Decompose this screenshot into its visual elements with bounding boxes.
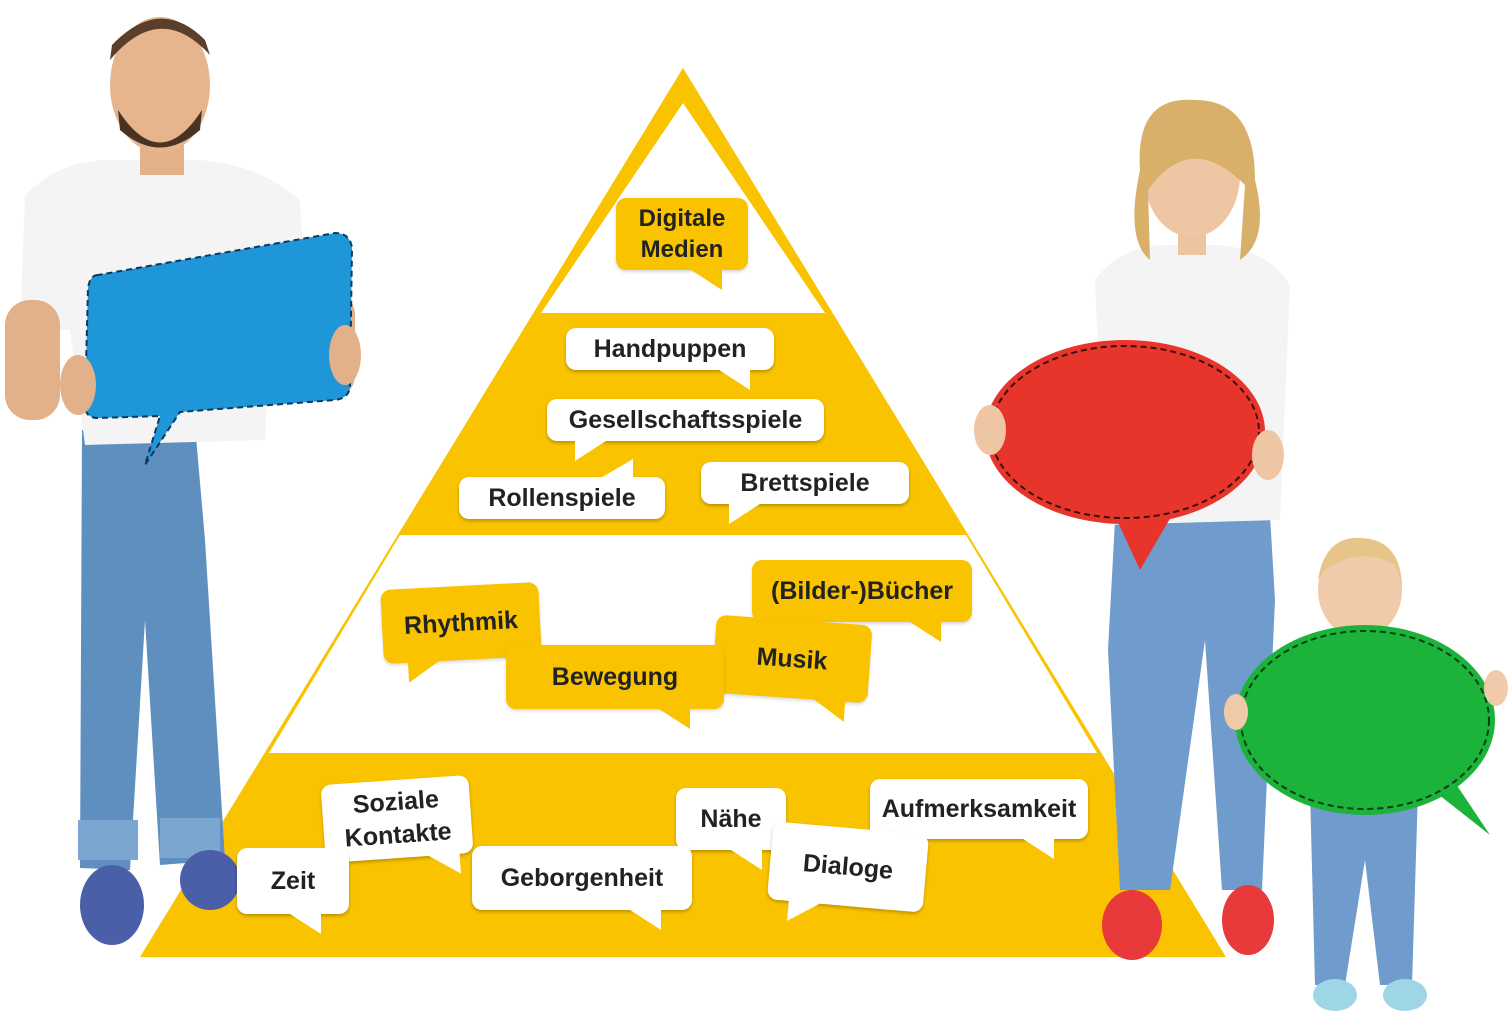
bubble-tail (716, 368, 750, 390)
bubble-tail (809, 697, 846, 722)
bubble-naehe: Nähe (676, 788, 786, 870)
bubble-tail (1020, 837, 1054, 859)
bubble-brettspiele: Brettspiele (701, 462, 909, 524)
green-speech-bubble (1235, 625, 1495, 815)
bubble-bewegung: Bewegung (506, 645, 724, 729)
bubble-handpuppen: Handpuppen (566, 328, 774, 390)
blue-speech-bubble (85, 233, 352, 465)
child-figure (1224, 537, 1508, 1011)
bubble-tail (907, 620, 941, 642)
bubble-label: Soziale Kontakte (343, 785, 453, 853)
bubble-musik: Musik (711, 614, 873, 722)
bubble-label: Musik (755, 642, 829, 676)
bubble-bilder-buecher: (Bilder-)Bücher (752, 560, 972, 642)
bubble-tail (688, 268, 722, 290)
red-speech-bubble (985, 340, 1265, 524)
bubble-label: Rhythmik (403, 606, 519, 640)
bubble-digitale-medien: Digitale Medien (616, 198, 748, 290)
bubble-label: (Bilder-)Bücher (771, 577, 953, 605)
bubble-tail (627, 908, 661, 930)
bubble-gesellschaftsspiele: Gesellschaftsspiele (547, 399, 824, 461)
bubble-label: Handpuppen (593, 335, 747, 363)
bubble-label: Aufmerksamkeit (881, 795, 1077, 823)
bubble-zeit: Zeit (237, 848, 349, 934)
bubble-tail (729, 502, 763, 524)
bubble-label: Digitale Medien (638, 205, 726, 263)
bubble-tail (599, 459, 633, 479)
bubble-label: Gesellschaftsspiele (568, 406, 803, 434)
man-figure (5, 17, 361, 945)
bubble-tail (287, 912, 321, 934)
bubble-tail (425, 851, 461, 877)
bubble-label: Geborgenheit (500, 864, 664, 892)
bubble-geborgenheit: Geborgenheit (472, 846, 692, 930)
bubble-tail (407, 659, 444, 683)
bubble-tail (575, 439, 609, 461)
bubble-label: Nähe (700, 805, 762, 833)
bubble-tail (728, 848, 762, 870)
bubble-label: Brettspiele (740, 469, 870, 497)
bubble-rollenspiele: Rollenspiele (459, 459, 665, 519)
bubble-dialoge: Dialoge (766, 821, 930, 924)
bubble-tail (656, 707, 690, 729)
woman-figure (974, 99, 1290, 960)
bubble-label: Dialoge (801, 849, 895, 885)
bubble-tail (787, 898, 823, 924)
bubble-label: Zeit (270, 867, 316, 895)
bubble-aufmerksamkeit: Aufmerksamkeit (870, 779, 1088, 859)
bubble-label: Rollenspiele (488, 484, 636, 512)
bubble-label: Bewegung (551, 663, 679, 691)
